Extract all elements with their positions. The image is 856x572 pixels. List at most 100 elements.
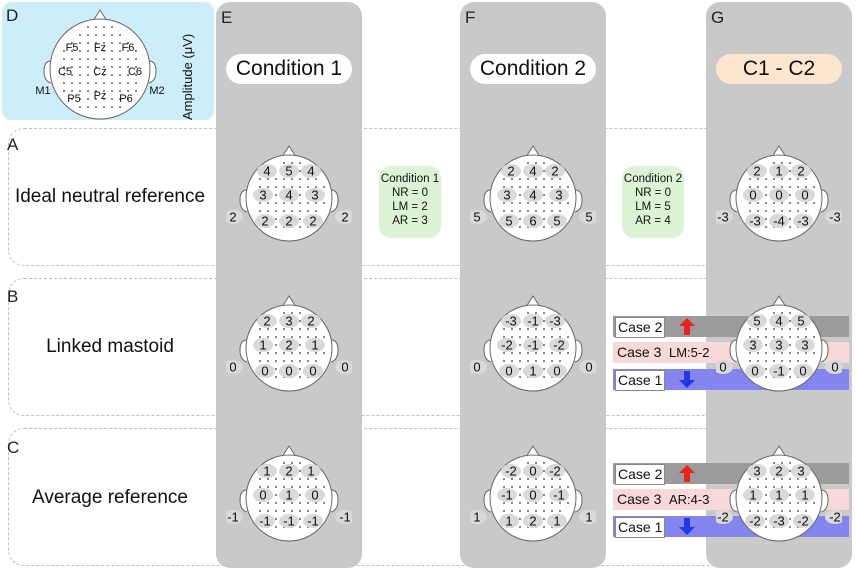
topomap-value-marker: 2	[747, 164, 767, 179]
topomap-value: 3	[749, 338, 756, 353]
topomap-value-marker: 0	[793, 364, 813, 379]
condition-1-note-lm: LM = 2	[392, 201, 428, 213]
topomap-value: -1	[773, 364, 785, 379]
topomap-value-marker: 0	[279, 364, 299, 379]
topomap-value: 3	[797, 464, 804, 479]
topomap-value: 3	[555, 188, 562, 203]
condition-1-note-nr: NR = 0	[391, 187, 429, 199]
topomap-value: -3	[549, 314, 561, 329]
row-letter-a: A	[7, 135, 19, 154]
topomap-value: 0	[553, 364, 560, 379]
topomap-value: 0	[751, 364, 758, 379]
topomap-value-marker: 3	[769, 338, 789, 353]
topomap-value: 2	[285, 214, 292, 229]
topomap-value: 2	[263, 314, 270, 329]
column-letter-g: G	[711, 8, 725, 27]
electrode-label: P6	[119, 93, 132, 105]
topomap-value: 0	[229, 360, 236, 375]
topomap-value: -3	[829, 210, 841, 225]
topomap-value: 4	[775, 314, 782, 329]
topomap-value-marker: 2	[501, 164, 521, 179]
topomap-value-marker: 2	[301, 314, 321, 329]
topomap-value-marker: -4	[769, 214, 789, 229]
topomap-value-marker: -3	[769, 514, 789, 529]
topomap-value: 4	[263, 164, 270, 179]
topomap-value: -1	[283, 514, 295, 529]
topomap-value: 1	[311, 338, 318, 353]
topomap-value: 0	[585, 360, 592, 375]
condition-1-note-title: Condition 1	[380, 173, 440, 185]
topomap-value: 0	[259, 488, 266, 503]
topomap-value: 0	[473, 360, 480, 375]
topomap-value-marker: 0	[769, 188, 789, 203]
case-3-label: Case 3	[617, 344, 662, 360]
topomap-value-marker: 3	[497, 188, 517, 203]
topomap-value-marker: 0	[226, 360, 243, 375]
topomap-value: 2	[797, 164, 804, 179]
topomap-value: 3	[503, 188, 510, 203]
topomap-value: 1	[307, 464, 314, 479]
topomap-value-marker: 0	[795, 188, 815, 203]
topomap-value-marker: -2	[793, 514, 813, 529]
topomap-value-marker: -1	[769, 364, 789, 379]
up-arrow-icon	[679, 318, 695, 335]
topomap-value-marker: 5	[747, 314, 767, 329]
column-title-condition-1: Condition 1	[226, 54, 352, 84]
topomap-value: 6	[529, 214, 536, 229]
topomap-value-marker: 0	[305, 488, 325, 503]
case-2-label: Case 2	[615, 317, 666, 338]
topomap-value-marker: -2	[501, 464, 521, 479]
topomap-value-marker: 0	[499, 364, 519, 379]
topomap-value: 3	[259, 188, 266, 203]
topomap-value-marker: -2	[745, 514, 765, 529]
topomap-value: -3	[717, 210, 729, 225]
topomap-value-marker: 2	[303, 214, 323, 229]
topomap-value-marker: 0	[745, 364, 765, 379]
topomap-value-marker: 6	[523, 214, 543, 229]
topomap-value: 5	[797, 314, 804, 329]
topomap-value: 3	[285, 314, 292, 329]
topomap-value: 1	[529, 364, 536, 379]
topomap-value-marker: 4	[523, 188, 543, 203]
amplitude-axis-label: Amplitude (μV)	[180, 33, 195, 120]
topomap-value-marker: -3	[545, 314, 565, 329]
topomap-value-marker: 4	[279, 188, 299, 203]
topomap-value-marker: 3	[253, 188, 273, 203]
topomap-value-marker: 2	[769, 464, 789, 479]
topomap-value: -2	[501, 338, 513, 353]
topomap-value: 0	[831, 360, 838, 375]
topomap-value-marker: 2	[279, 214, 299, 229]
topomap-value-marker: 1	[795, 488, 815, 503]
topomap-value-marker: -1	[255, 514, 275, 529]
down-arrow-icon	[679, 518, 695, 535]
topomap-value: 1	[285, 488, 292, 503]
topomap-value-marker: 0	[716, 360, 733, 375]
topomap-value: -1	[553, 488, 565, 503]
topomap-value: 0	[261, 364, 268, 379]
topomap-value-marker: 3	[743, 338, 763, 353]
topomap-value-marker: 5	[547, 214, 567, 229]
topomap-value: 2	[285, 338, 292, 353]
topomap-value-marker: 2	[255, 214, 275, 229]
topomap-value: 0	[505, 364, 512, 379]
topomap-value-marker: 1	[547, 514, 567, 529]
topomap-value: 0	[529, 464, 536, 479]
topomap-value: 1	[263, 464, 270, 479]
topomap-value-marker: 4	[769, 314, 789, 329]
topomap-value: 5	[473, 210, 480, 225]
topomap-value-marker: 1	[257, 464, 277, 479]
topomap-value: -1	[527, 314, 539, 329]
column-title-difference: C1 - C2	[716, 54, 842, 84]
topomap-value-marker: 0	[335, 360, 352, 375]
topomap-value: 4	[307, 164, 314, 179]
topomap-value-marker: 5	[791, 314, 811, 329]
topomap-value-marker: 3	[279, 314, 299, 329]
topomap-value: 4	[285, 188, 292, 203]
column-title-condition-2: Condition 2	[470, 54, 596, 84]
up-arrow-icon	[679, 465, 695, 482]
topomap-value-marker: 2	[791, 164, 811, 179]
topomap-value-marker: -1	[335, 510, 352, 525]
